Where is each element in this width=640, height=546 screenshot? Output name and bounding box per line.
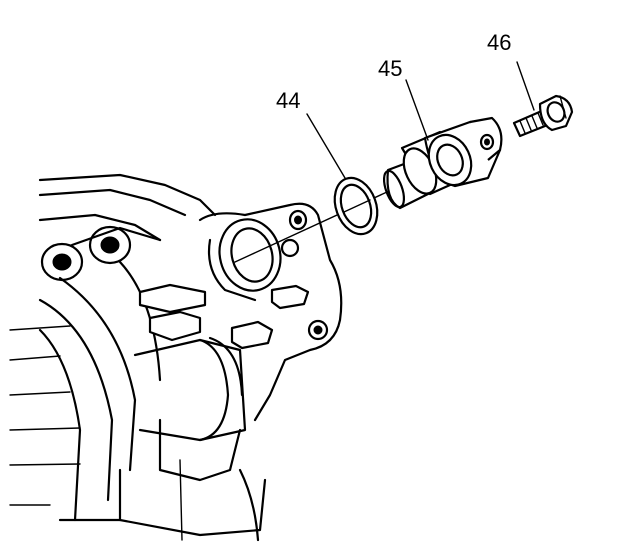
leader-line-46 [516,61,535,111]
mounting-bolt [512,94,574,138]
callout-46: 46 [487,30,511,55]
leader-line-45 [405,79,429,141]
oring-seal [333,176,379,236]
leader-line-44 [306,113,346,179]
engine-housing [9,173,343,542]
sensor-body [382,116,503,210]
callout-45: 45 [378,56,402,81]
callout-44: 44 [276,88,300,113]
